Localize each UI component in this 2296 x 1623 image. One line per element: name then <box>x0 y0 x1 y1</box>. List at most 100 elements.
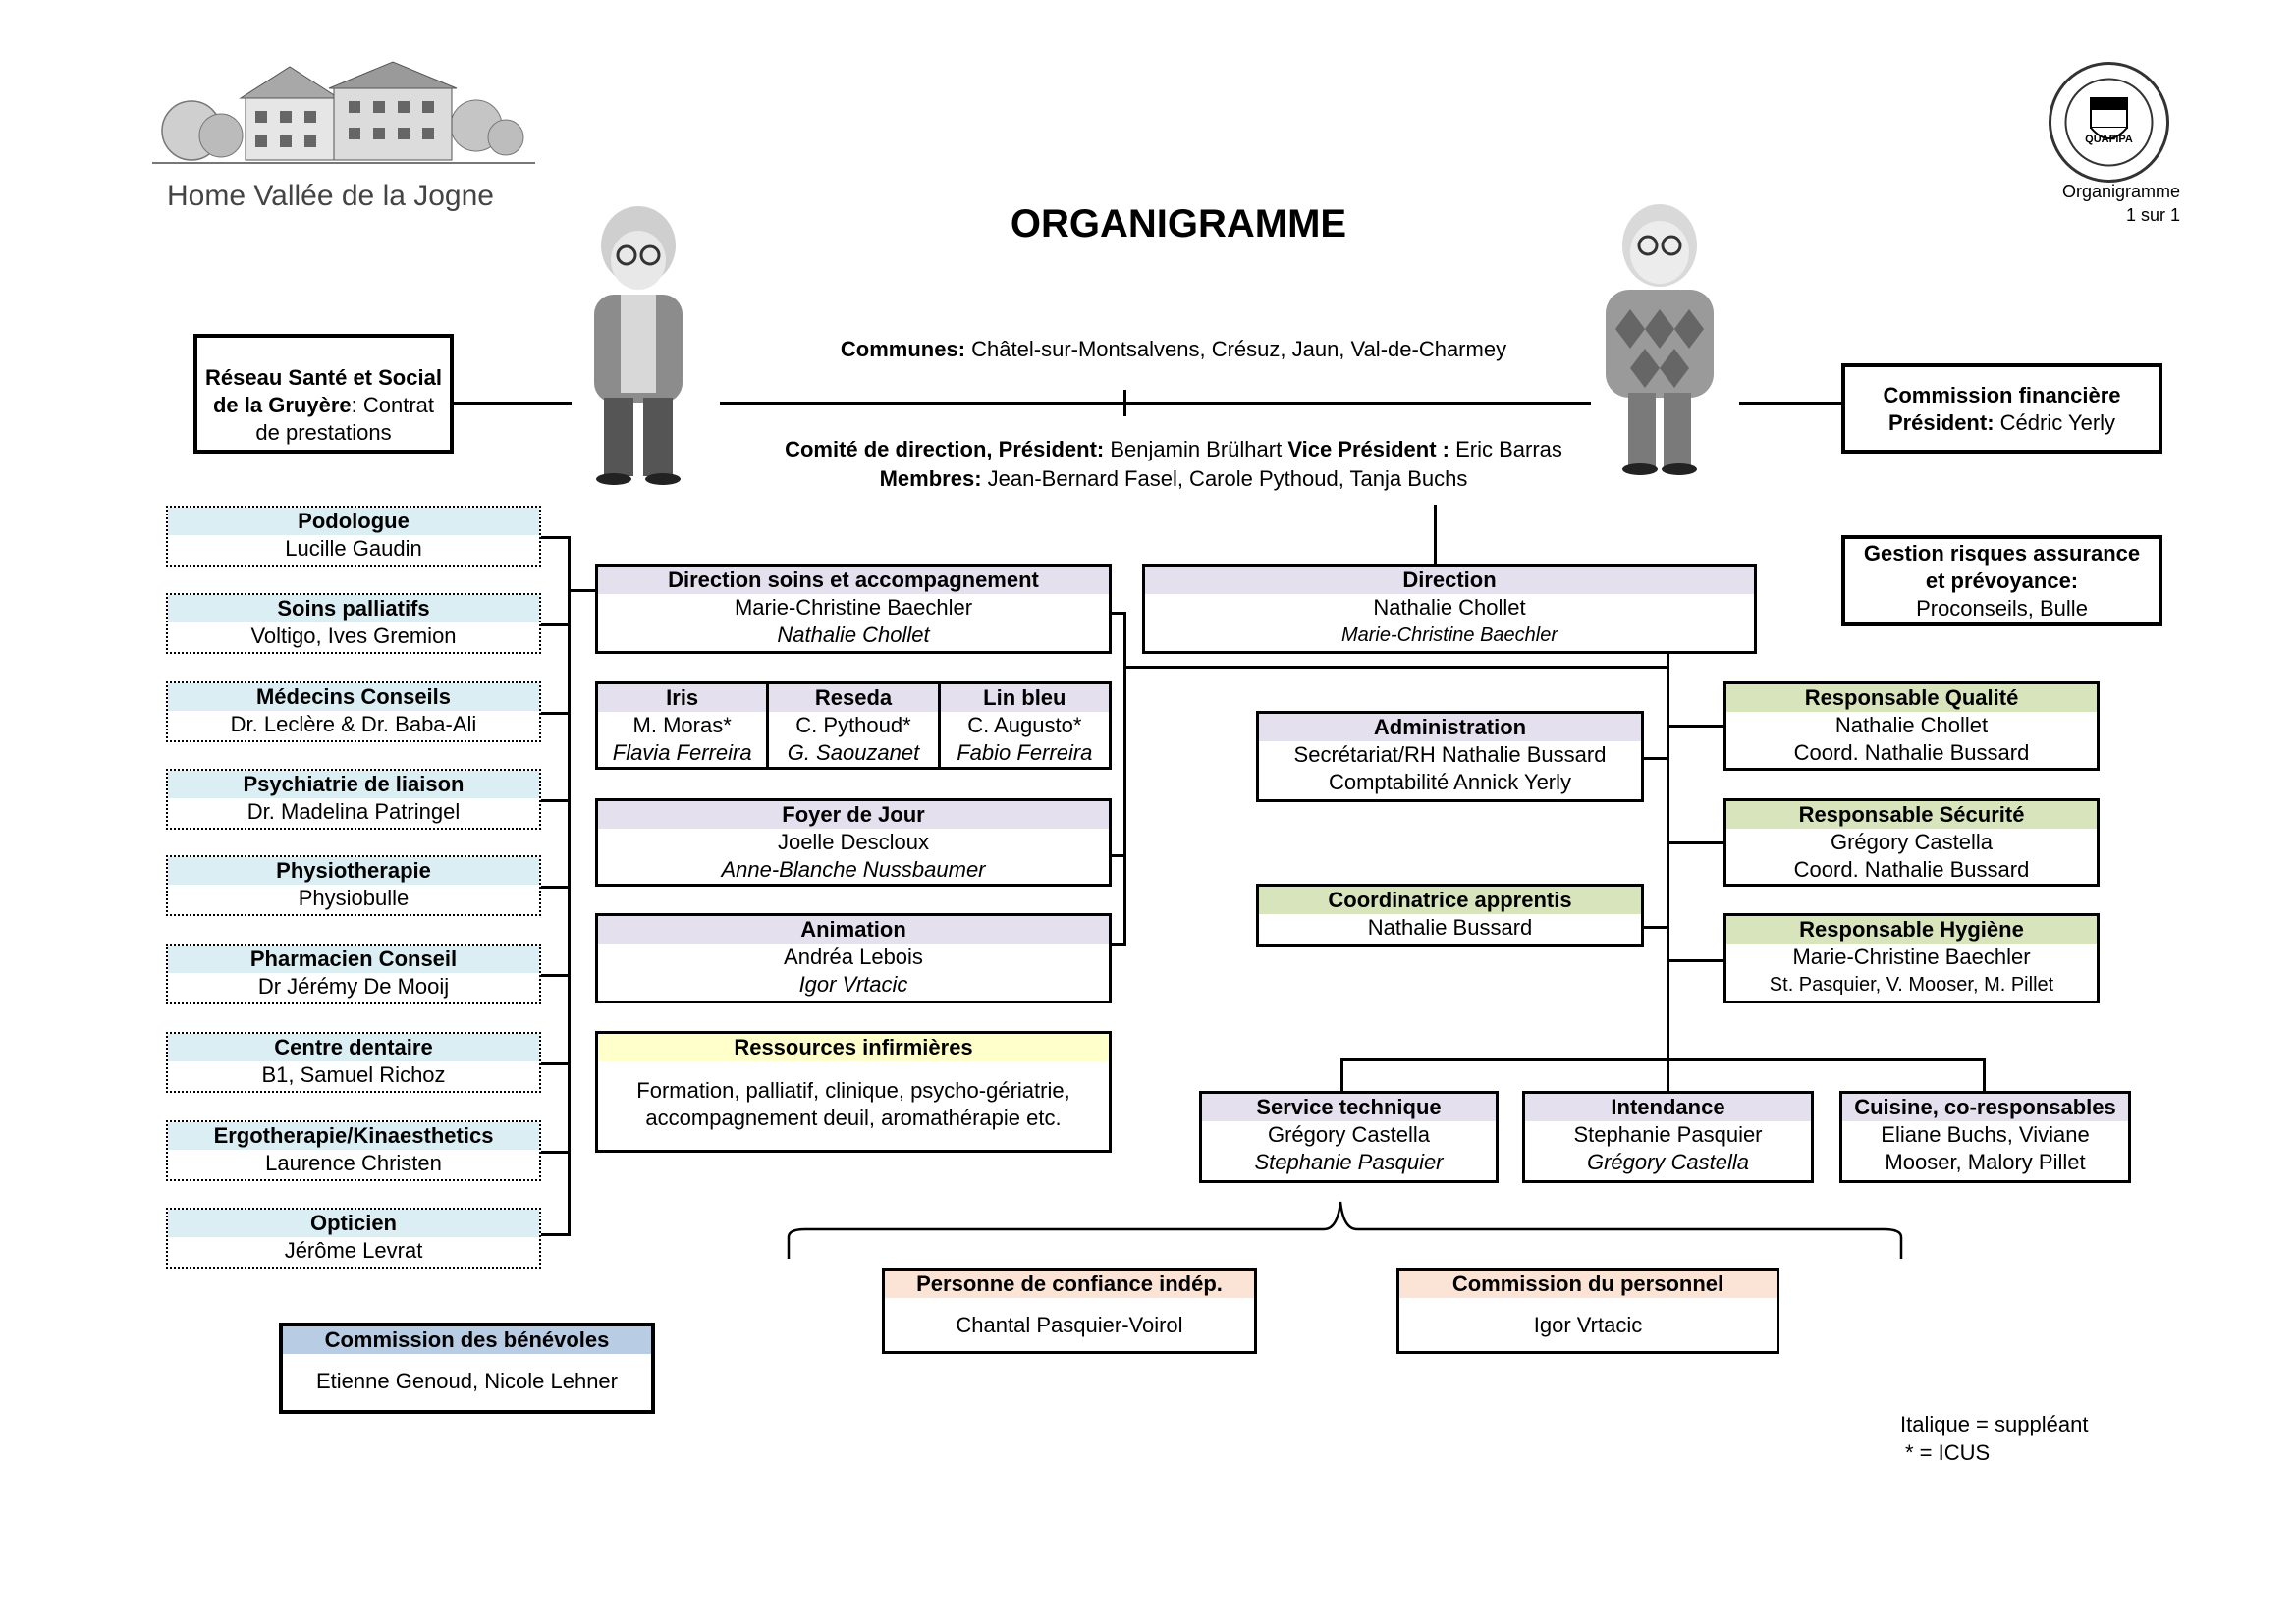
connector <box>541 712 569 715</box>
unit-iris: Iris M. Moras* Flavia Ferreira <box>598 684 770 767</box>
elderly-man-illustration <box>1606 204 1714 475</box>
connector <box>1739 402 1841 405</box>
direction-soins-deputy: Nathalie Chollet <box>777 622 930 647</box>
direction-soins-box: Direction soins et accompagnement Marie-… <box>595 564 1112 654</box>
comite-vice-value: Eric Barras <box>1449 437 1562 461</box>
unit-lin-bleu: Lin bleu C. Augusto* Fabio Ferreira <box>940 684 1109 767</box>
responsable-line-1: Grégory Castella <box>1830 830 1994 854</box>
intendance-box: Intendance Stephanie Pasquier Grégory Ca… <box>1522 1091 1814 1183</box>
responsable-title: Responsable Sécurité <box>1726 801 2097 829</box>
comite-members-value: Jean-Bernard Fasel, Carole Pythoud, Tanj… <box>981 466 1468 491</box>
connector <box>568 589 595 592</box>
connector <box>568 536 571 1236</box>
coordinatrice-title: Coordinatrice apprentis <box>1259 887 1641 914</box>
responsable-line-2: St. Pasquier, V. Mooser, M. Pillet <box>1769 974 2054 996</box>
service-name: Grégory Castella <box>1267 1122 1431 1147</box>
comite-line-2: Membres: Jean-Bernard Fasel, Carole Pyth… <box>678 464 1669 493</box>
responsable-line-2: Coord. Nathalie Bussard <box>1793 740 2030 765</box>
service-line-2: Mooser, Malory Pillet <box>1885 1150 2086 1174</box>
left-box-title: Psychiatrie de liaison <box>168 771 539 798</box>
responsable-line-1: Nathalie Chollet <box>1834 713 1989 737</box>
connector <box>1123 666 1667 669</box>
ressources-line-2: accompagnement deuil, aromathérapie etc. <box>645 1106 1062 1130</box>
communes-label: Communes: <box>840 337 966 361</box>
personne-confiance-title: Personne de confiance indép. <box>885 1271 1254 1298</box>
administration-title: Administration <box>1259 714 1641 741</box>
service-title: Service technique <box>1202 1094 1496 1121</box>
comite-line-1: Comité de direction, Président: Benjamin… <box>678 435 1669 463</box>
ressources-box: Ressources infirmières Formation, pallia… <box>595 1031 1112 1153</box>
comite-vice-label: Vice Président : <box>1287 437 1449 461</box>
gestion-risques-box: Gestion risques assurance et prévoyance:… <box>1841 535 2162 626</box>
comite-president-label: Comité de direction, Président: <box>785 437 1105 461</box>
communes-value: Châtel-sur-Montsalvens, Crésuz, Jaun, Va… <box>965 337 1507 361</box>
direction-deputy: Marie-Christine Baechler <box>1340 624 1558 646</box>
administration-line-2: Comptabilité Annick Yerly <box>1328 770 1572 794</box>
logo: Home Vallée de la Jogne <box>152 57 535 224</box>
connector <box>1644 757 1667 760</box>
left-box-opticien: Opticien Jérôme Levrat <box>166 1208 541 1269</box>
commission-benevoles-title: Commission des bénévoles <box>283 1326 651 1354</box>
responsable-securite-box: Responsable Sécurité Grégory Castella Co… <box>1723 798 2100 887</box>
connector <box>454 402 572 405</box>
left-box-name: Voltigo, Ives Gremion <box>250 623 457 648</box>
foyer-box: Foyer de Jour Joelle Descloux Anne-Blanc… <box>595 798 1112 887</box>
ressources-line-1: Formation, palliatif, clinique, psycho-g… <box>636 1078 1070 1103</box>
commission-personnel-title: Commission du personnel <box>1399 1271 1777 1298</box>
left-box-title: Physiotherapie <box>168 857 539 885</box>
service-title: Intendance <box>1525 1094 1811 1121</box>
comite-members-label: Membres: <box>879 466 982 491</box>
connector <box>1112 943 1126 946</box>
left-box-pharmacien: Pharmacien Conseil Dr Jérémy De Mooij <box>166 944 541 1004</box>
responsable-title: Responsable Qualité <box>1726 684 2097 712</box>
commission-financiere-box: Commission financière Président: Cédric … <box>1841 363 2162 454</box>
animation-deputy: Igor Vrtacic <box>798 972 908 997</box>
connector <box>1983 1058 1986 1091</box>
reseau-line-1: Réseau Santé et Social <box>205 365 442 390</box>
connector <box>1123 390 1126 416</box>
direction-name: Nathalie Chollet <box>1373 595 1526 620</box>
left-box-soins-palliatifs: Soins palliatifs Voltigo, Ives Gremion <box>166 593 541 654</box>
connector <box>1667 959 1723 962</box>
left-box-title: Podologue <box>168 508 539 535</box>
elderly-woman-illustration <box>594 206 683 485</box>
connector <box>541 799 569 802</box>
personne-confiance-name: Chantal Pasquier-Voirol <box>956 1313 1183 1337</box>
connector <box>1644 926 1667 929</box>
foyer-name: Joelle Descloux <box>777 830 930 854</box>
legend-italic: Italique = suppléant <box>1900 1412 2089 1436</box>
left-box-psychiatrie: Psychiatrie de liaison Dr. Madelina Patr… <box>166 769 541 830</box>
reseau-line-2-bold: de la Gruyère <box>212 393 352 417</box>
connector <box>541 886 569 889</box>
connector <box>1667 841 1723 844</box>
commission-personnel-box: Commission du personnel Igor Vrtacic <box>1396 1268 1779 1354</box>
commission-benevoles-box: Commission des bénévoles Etienne Genoud,… <box>279 1323 655 1414</box>
communes-line: Communes: Châtel-sur-Montsalvens, Crésuz… <box>717 335 1630 363</box>
unit-name: C. Pythoud* <box>795 713 911 737</box>
left-box-name: Dr Jérémy De Mooij <box>257 974 450 999</box>
connector <box>541 1062 569 1065</box>
commission-financiere-president-value: Cédric Yerly <box>1994 410 2116 435</box>
connector <box>1340 1058 1343 1091</box>
unit-name: M. Moras* <box>632 713 732 737</box>
ressources-title: Ressources infirmières <box>598 1034 1109 1061</box>
connector <box>1667 1058 1669 1091</box>
left-box-ergotherapie: Ergotherapie/Kinaesthetics Laurence Chri… <box>166 1120 541 1181</box>
unit-name: C. Augusto* <box>967 713 1082 737</box>
reseau-line-3: de prestations <box>255 420 392 445</box>
animation-title: Animation <box>598 916 1109 944</box>
responsable-qualite-box: Responsable Qualité Nathalie Chollet Coo… <box>1723 681 2100 771</box>
administration-box: Administration Secrétariat/RH Nathalie B… <box>1256 711 1644 802</box>
left-box-medecins: Médecins Conseils Dr. Leclère & Dr. Baba… <box>166 681 541 742</box>
left-box-title: Soins palliatifs <box>168 595 539 622</box>
seal-text: QUAFIPA <box>2085 134 2133 145</box>
connector <box>1123 612 1126 946</box>
doc-title-meta: Organigramme <box>2061 182 2180 201</box>
direction-box: Direction Nathalie Chollet Marie-Christi… <box>1142 564 1757 654</box>
brace-connector <box>787 1201 1903 1259</box>
left-box-dentaire: Centre dentaire B1, Samuel Richoz <box>166 1032 541 1093</box>
seal-badge-icon <box>2049 62 2169 183</box>
coordinatrice-name: Nathalie Bussard <box>1367 915 1533 940</box>
service-deputy: Stephanie Pasquier <box>1254 1150 1444 1174</box>
reseau-box: Réseau Santé et Social de la Gruyère: Co… <box>193 334 454 454</box>
